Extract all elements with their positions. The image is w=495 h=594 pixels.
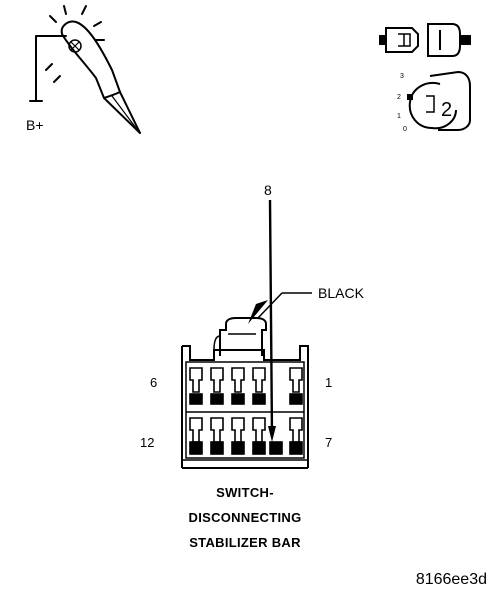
pin-label-12: 12 (140, 435, 154, 450)
ignition-switch-icon (407, 70, 471, 131)
pin-label-6: 6 (150, 375, 157, 390)
ignition-position-0: 0 (403, 126, 407, 133)
ignition-position-1: 1 (397, 113, 401, 120)
probe-arrowhead (268, 426, 276, 442)
ignition-position-3: 3 (400, 73, 404, 80)
test-light-probe-icon (29, 5, 141, 134)
pin-label-1: 1 (325, 375, 332, 390)
figure-reference: 8166ee3d (416, 571, 487, 588)
connector-body (181, 317, 309, 469)
ignition-key-number: 2 (441, 99, 452, 121)
wire-color-leader (257, 292, 312, 319)
wire-color-label: BLACK (318, 285, 365, 301)
component-title-line-3: STABILIZER BAR (189, 535, 301, 550)
supply-label: B+ (26, 117, 44, 133)
component-title-line-2: DISCONNECTING (189, 510, 302, 525)
connector-cavities-top-row (189, 367, 303, 405)
pin-label-7: 7 (325, 435, 332, 450)
test-pin-number: 8 (264, 182, 272, 198)
connector-cavities-bottom-row (189, 417, 303, 455)
disconnected-connector-icon (379, 23, 471, 57)
ignition-position-2: 2 (397, 94, 401, 101)
component-title-line-1: SWITCH- (216, 485, 274, 500)
probe-lead-line (268, 199, 274, 437)
